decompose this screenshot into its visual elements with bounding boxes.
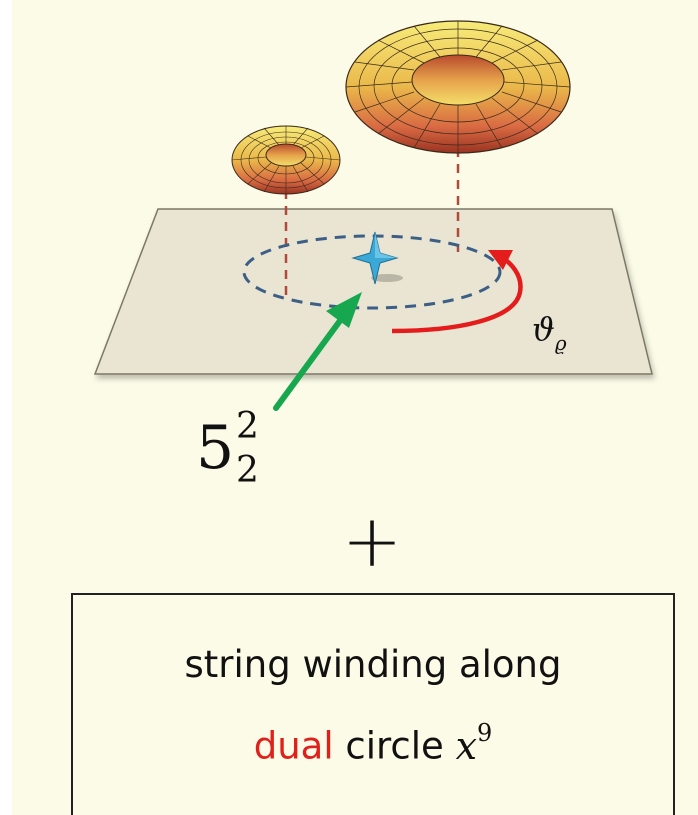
plus-sign: + [342,499,402,583]
pointer-arrow [273,292,362,411]
angle-label-subscript: ϱ [555,331,567,355]
brane-label-subscript: 2 [236,450,259,491]
brane-label-base: 5 [196,413,234,483]
description-line-1: string winding along [184,643,562,686]
star-icon [351,231,403,285]
dual-highlight: dual [253,724,334,768]
base-plane [93,208,653,375]
angle-label: ϑϱ [532,310,567,355]
dual-coordinate: x9 [455,719,493,768]
circle-word: circle [345,724,444,768]
large-torus [345,20,571,154]
dual-coordinate-index: 9 [477,719,493,747]
rotation-arrow [391,249,523,334]
angle-label-base: ϑ [532,310,555,348]
description-line-2: dual circle x9 [73,719,673,768]
brane-label-superscript: 2 [236,406,259,447]
dashed-base-circle [242,234,502,310]
small-torus [231,125,341,195]
winding-description-box: string winding along dual circle x9 [71,593,675,815]
dual-coordinate-base: x [455,723,477,768]
